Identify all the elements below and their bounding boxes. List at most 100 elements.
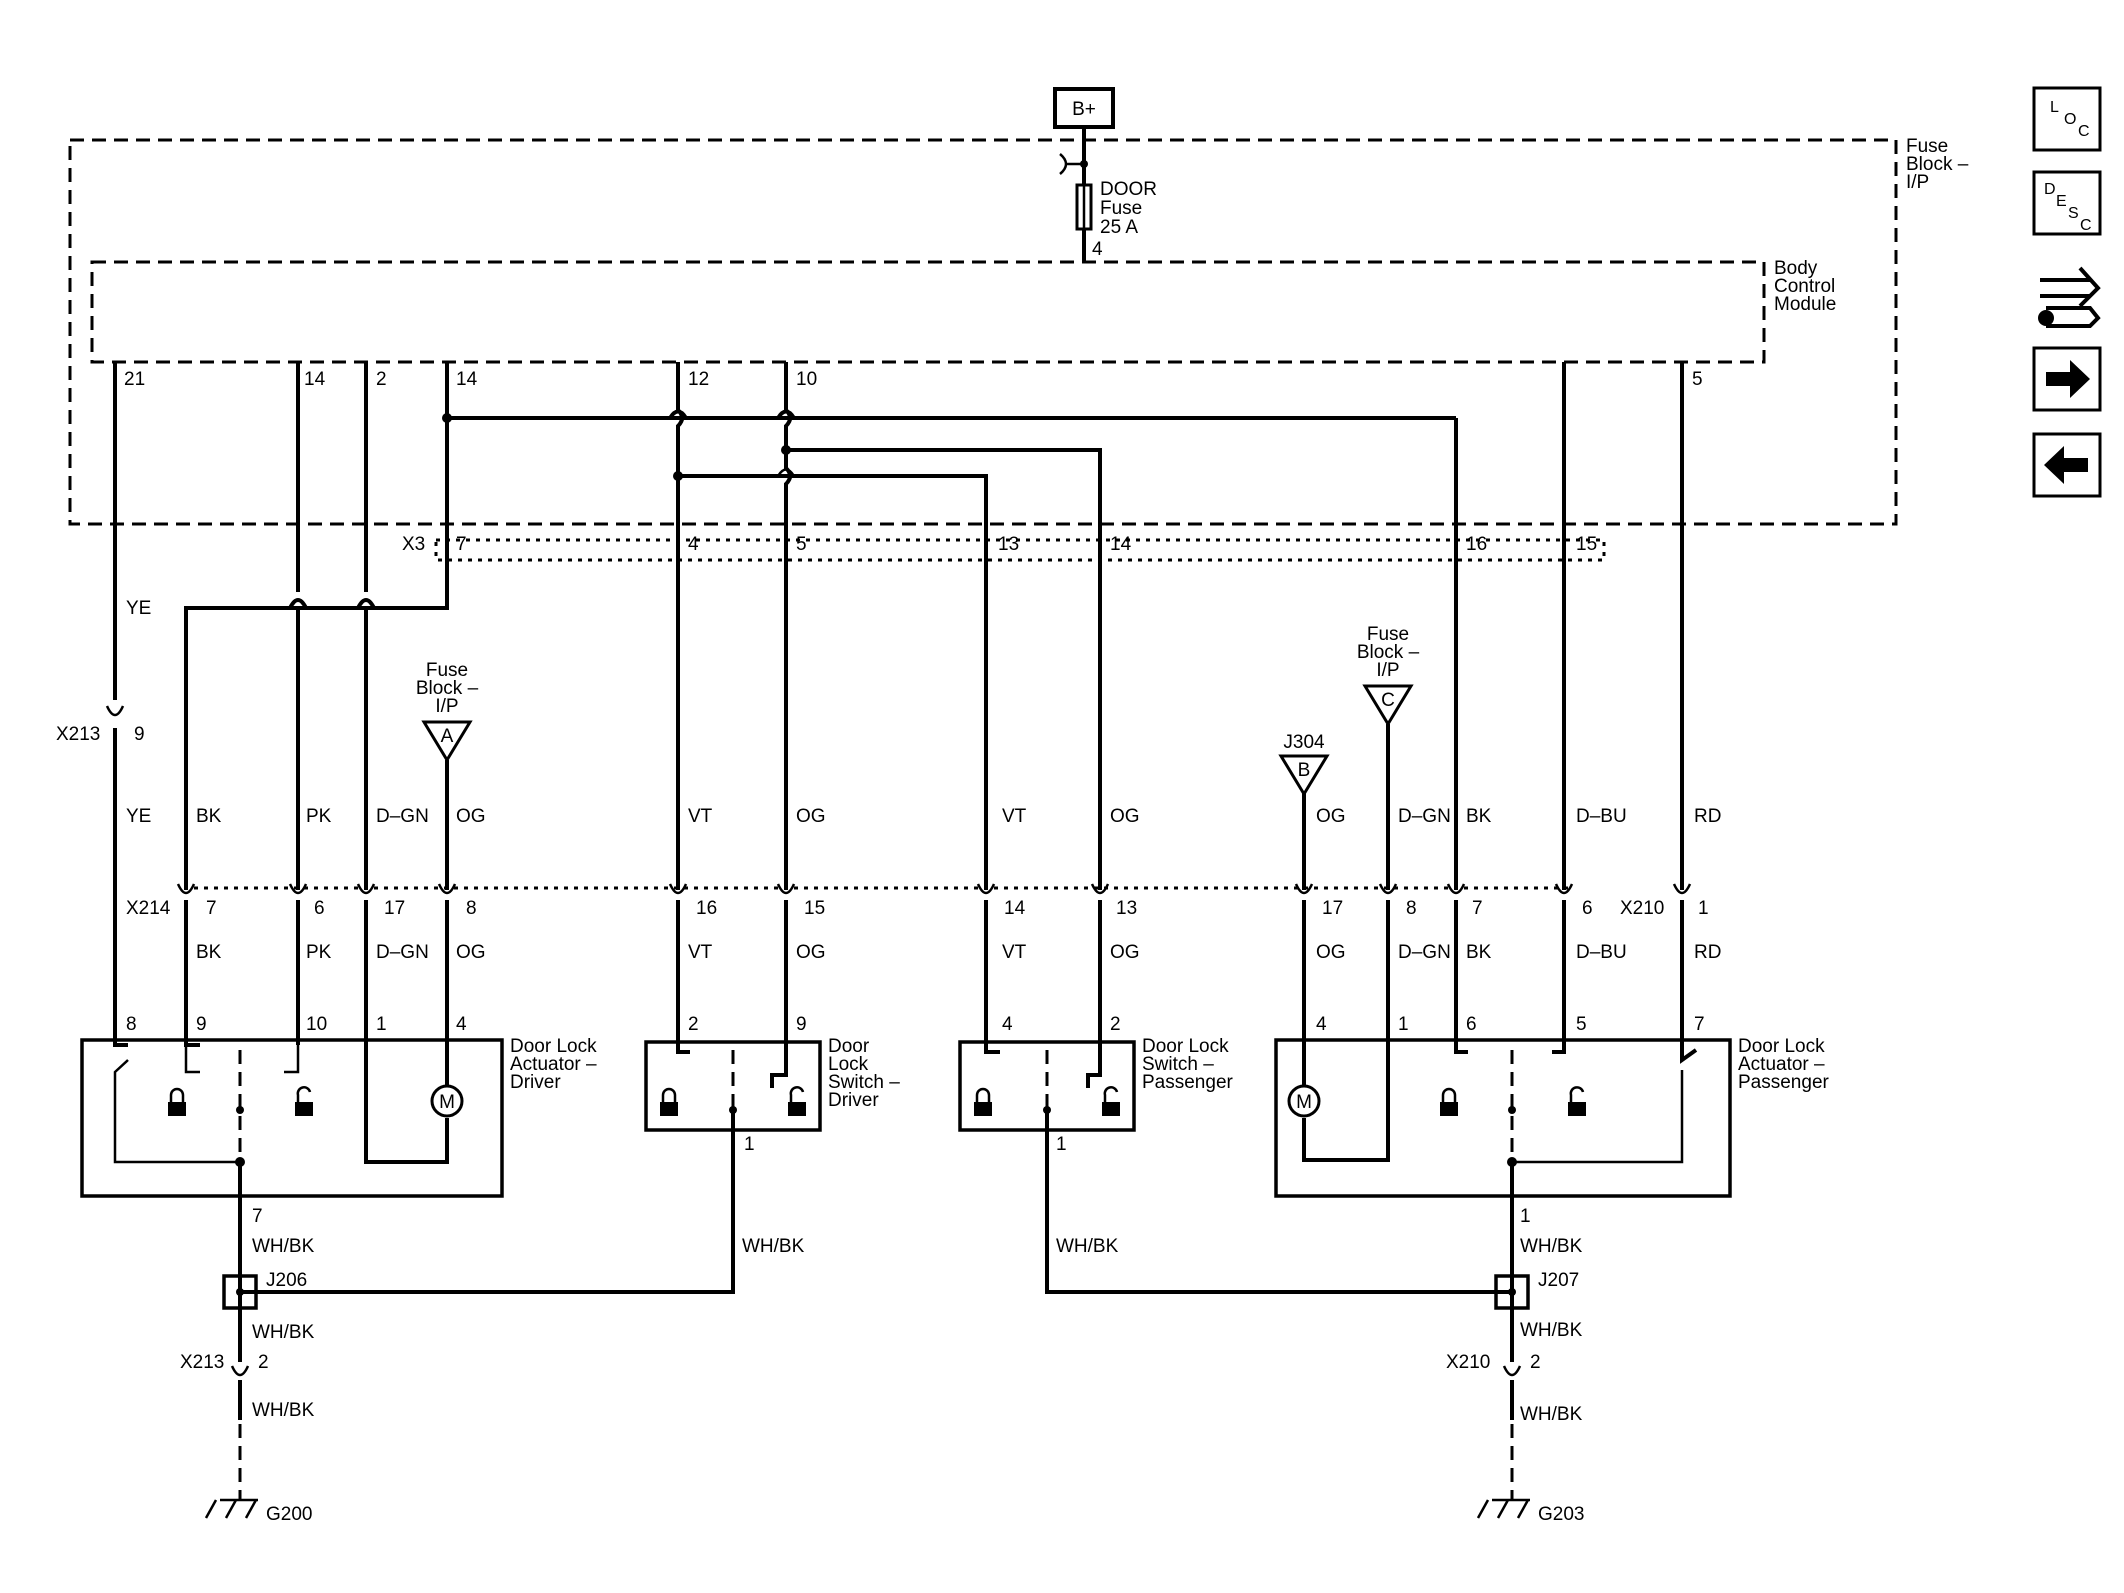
bcm-pin: 14 bbox=[304, 369, 326, 390]
lock-icon bbox=[660, 1102, 678, 1116]
wire-color: YE bbox=[126, 598, 151, 619]
svg-text:D: D bbox=[2044, 181, 2056, 198]
svg-text:I/P: I/P bbox=[1376, 660, 1399, 681]
x214-pin: 17 bbox=[384, 898, 405, 919]
sidebar-next-button[interactable] bbox=[2032, 346, 2102, 412]
motor-icon bbox=[1287, 1084, 1321, 1118]
svg-text:J207: J207 bbox=[1538, 1270, 1579, 1291]
svg-text:10: 10 bbox=[306, 1014, 327, 1035]
x3-pin: 16 bbox=[1466, 534, 1487, 555]
svg-text:C: C bbox=[2080, 217, 2092, 234]
x3-pin: 13 bbox=[998, 534, 1019, 555]
svg-text:Block –: Block – bbox=[416, 678, 479, 699]
x214-pin: 6 bbox=[1582, 898, 1593, 919]
wire-color: BK bbox=[1466, 942, 1492, 963]
svg-text:E: E bbox=[2056, 193, 2067, 210]
door-lock-actuator-driver: 8 9 10 1 4 Door Lock Actuator – Driver M bbox=[80, 1014, 597, 1198]
svg-text:M: M bbox=[1296, 1092, 1312, 1113]
battery-source: B+ bbox=[1053, 87, 1115, 129]
splice-j207 bbox=[1494, 1274, 1530, 1310]
fuse-block-ref-c: Fuse Block – I/P C bbox=[1357, 624, 1420, 727]
svg-text:2: 2 bbox=[1110, 1014, 1121, 1035]
svg-text:WH/BK: WH/BK bbox=[1056, 1236, 1119, 1257]
svg-text:1: 1 bbox=[376, 1014, 387, 1035]
svg-text:B: B bbox=[1298, 760, 1311, 781]
svg-text:M: M bbox=[439, 1092, 455, 1113]
splice-j206 bbox=[222, 1274, 258, 1310]
x3-pin: 15 bbox=[1576, 534, 1597, 555]
bcm-outline bbox=[90, 260, 1766, 364]
svg-text:Door Lock: Door Lock bbox=[1142, 1036, 1229, 1057]
svg-text:WH/BK: WH/BK bbox=[252, 1236, 315, 1257]
wire-color: OG bbox=[796, 942, 826, 963]
svg-text:Actuator –: Actuator – bbox=[1738, 1054, 1825, 1075]
svg-text:7: 7 bbox=[252, 1206, 263, 1227]
wire-color: D–GN bbox=[376, 806, 429, 827]
svg-text:5: 5 bbox=[1576, 1014, 1587, 1035]
x3-pin: 14 bbox=[1110, 534, 1132, 555]
svg-text:Lock: Lock bbox=[828, 1054, 869, 1075]
fuse-out-pin: 4 bbox=[1092, 239, 1103, 260]
svg-text:C: C bbox=[1381, 690, 1395, 711]
ground-path-left: 7 WH/BK WH/BK J206 WH/BK X213 2 WH/BK G2… bbox=[180, 1162, 805, 1525]
svg-text:I/P: I/P bbox=[435, 696, 458, 717]
svg-text:4: 4 bbox=[1316, 1014, 1327, 1035]
svg-text:WH/BK: WH/BK bbox=[252, 1400, 315, 1421]
x214-pin: 14 bbox=[1004, 898, 1026, 919]
wire-color: VT bbox=[688, 806, 713, 827]
ground-icon bbox=[1476, 1498, 1530, 1519]
svg-text:G203: G203 bbox=[1538, 1504, 1584, 1525]
svg-text:X213: X213 bbox=[180, 1352, 224, 1373]
arrow-right-icon bbox=[2046, 360, 2090, 398]
wire-color: RD bbox=[1694, 806, 1721, 827]
ground-path-right: WH/BK 1 WH/BK J207 WH/BK X210 2 WH/BK G2… bbox=[1047, 1162, 1584, 1525]
sidebar-connector-tools-button[interactable] bbox=[2038, 266, 2101, 328]
x214-name: X214 bbox=[126, 898, 171, 919]
lock-icon bbox=[974, 1102, 992, 1116]
sidebar-desc-button[interactable]: D E S C bbox=[2032, 170, 2102, 236]
svg-text:1: 1 bbox=[744, 1134, 755, 1155]
svg-text:Passenger: Passenger bbox=[1738, 1072, 1830, 1093]
svg-text:2: 2 bbox=[688, 1014, 699, 1035]
unlock-icon bbox=[295, 1102, 313, 1116]
bcm-label-3: Module bbox=[1774, 294, 1836, 315]
svg-text:A: A bbox=[441, 726, 454, 747]
svg-text:7: 7 bbox=[1694, 1014, 1705, 1035]
wire-color: OG bbox=[456, 806, 486, 827]
svg-text:9: 9 bbox=[196, 1014, 207, 1035]
svg-text:WH/BK: WH/BK bbox=[1520, 1320, 1583, 1341]
svg-text:Passenger: Passenger bbox=[1142, 1072, 1234, 1093]
x214-pin: 7 bbox=[206, 898, 217, 919]
x3-pin: 4 bbox=[688, 534, 699, 555]
battery-label: B+ bbox=[1072, 99, 1096, 120]
svg-text:Fuse: Fuse bbox=[1367, 624, 1409, 645]
bcm-pin: 12 bbox=[688, 369, 709, 390]
svg-text:Driver: Driver bbox=[510, 1072, 561, 1093]
fuse-block-label-2: Block – bbox=[1906, 154, 1969, 175]
svg-text:1: 1 bbox=[1520, 1206, 1531, 1227]
bcm-pin: 10 bbox=[796, 369, 817, 390]
bcm-label-1: Body bbox=[1774, 258, 1818, 279]
wire-color: YE bbox=[126, 806, 151, 827]
x214-pin: 7 bbox=[1472, 898, 1483, 919]
bcm-label-2: Control bbox=[1774, 276, 1835, 297]
svg-text:1: 1 bbox=[1056, 1134, 1067, 1155]
svg-text:2: 2 bbox=[1530, 1352, 1541, 1373]
lock-icon bbox=[1440, 1102, 1458, 1116]
x214-pin: 17 bbox=[1322, 898, 1343, 919]
sidebar-prev-button[interactable] bbox=[2032, 432, 2102, 498]
svg-text:J304: J304 bbox=[1283, 732, 1325, 753]
fuse-block-label-1: Fuse bbox=[1906, 136, 1948, 157]
x214-pin: 6 bbox=[314, 898, 325, 919]
sidebar-loc-button[interactable]: L O C bbox=[2032, 86, 2102, 152]
wire-color: OG bbox=[1316, 806, 1346, 827]
svg-text:9: 9 bbox=[796, 1014, 807, 1035]
svg-text:8: 8 bbox=[126, 1014, 137, 1035]
wire-color: PK bbox=[306, 942, 332, 963]
svg-text:6: 6 bbox=[1466, 1014, 1477, 1035]
unlock-icon bbox=[788, 1102, 806, 1116]
x3-pin: 5 bbox=[796, 534, 807, 555]
svg-text:WH/BK: WH/BK bbox=[1520, 1236, 1583, 1257]
x214-pin: 16 bbox=[696, 898, 717, 919]
